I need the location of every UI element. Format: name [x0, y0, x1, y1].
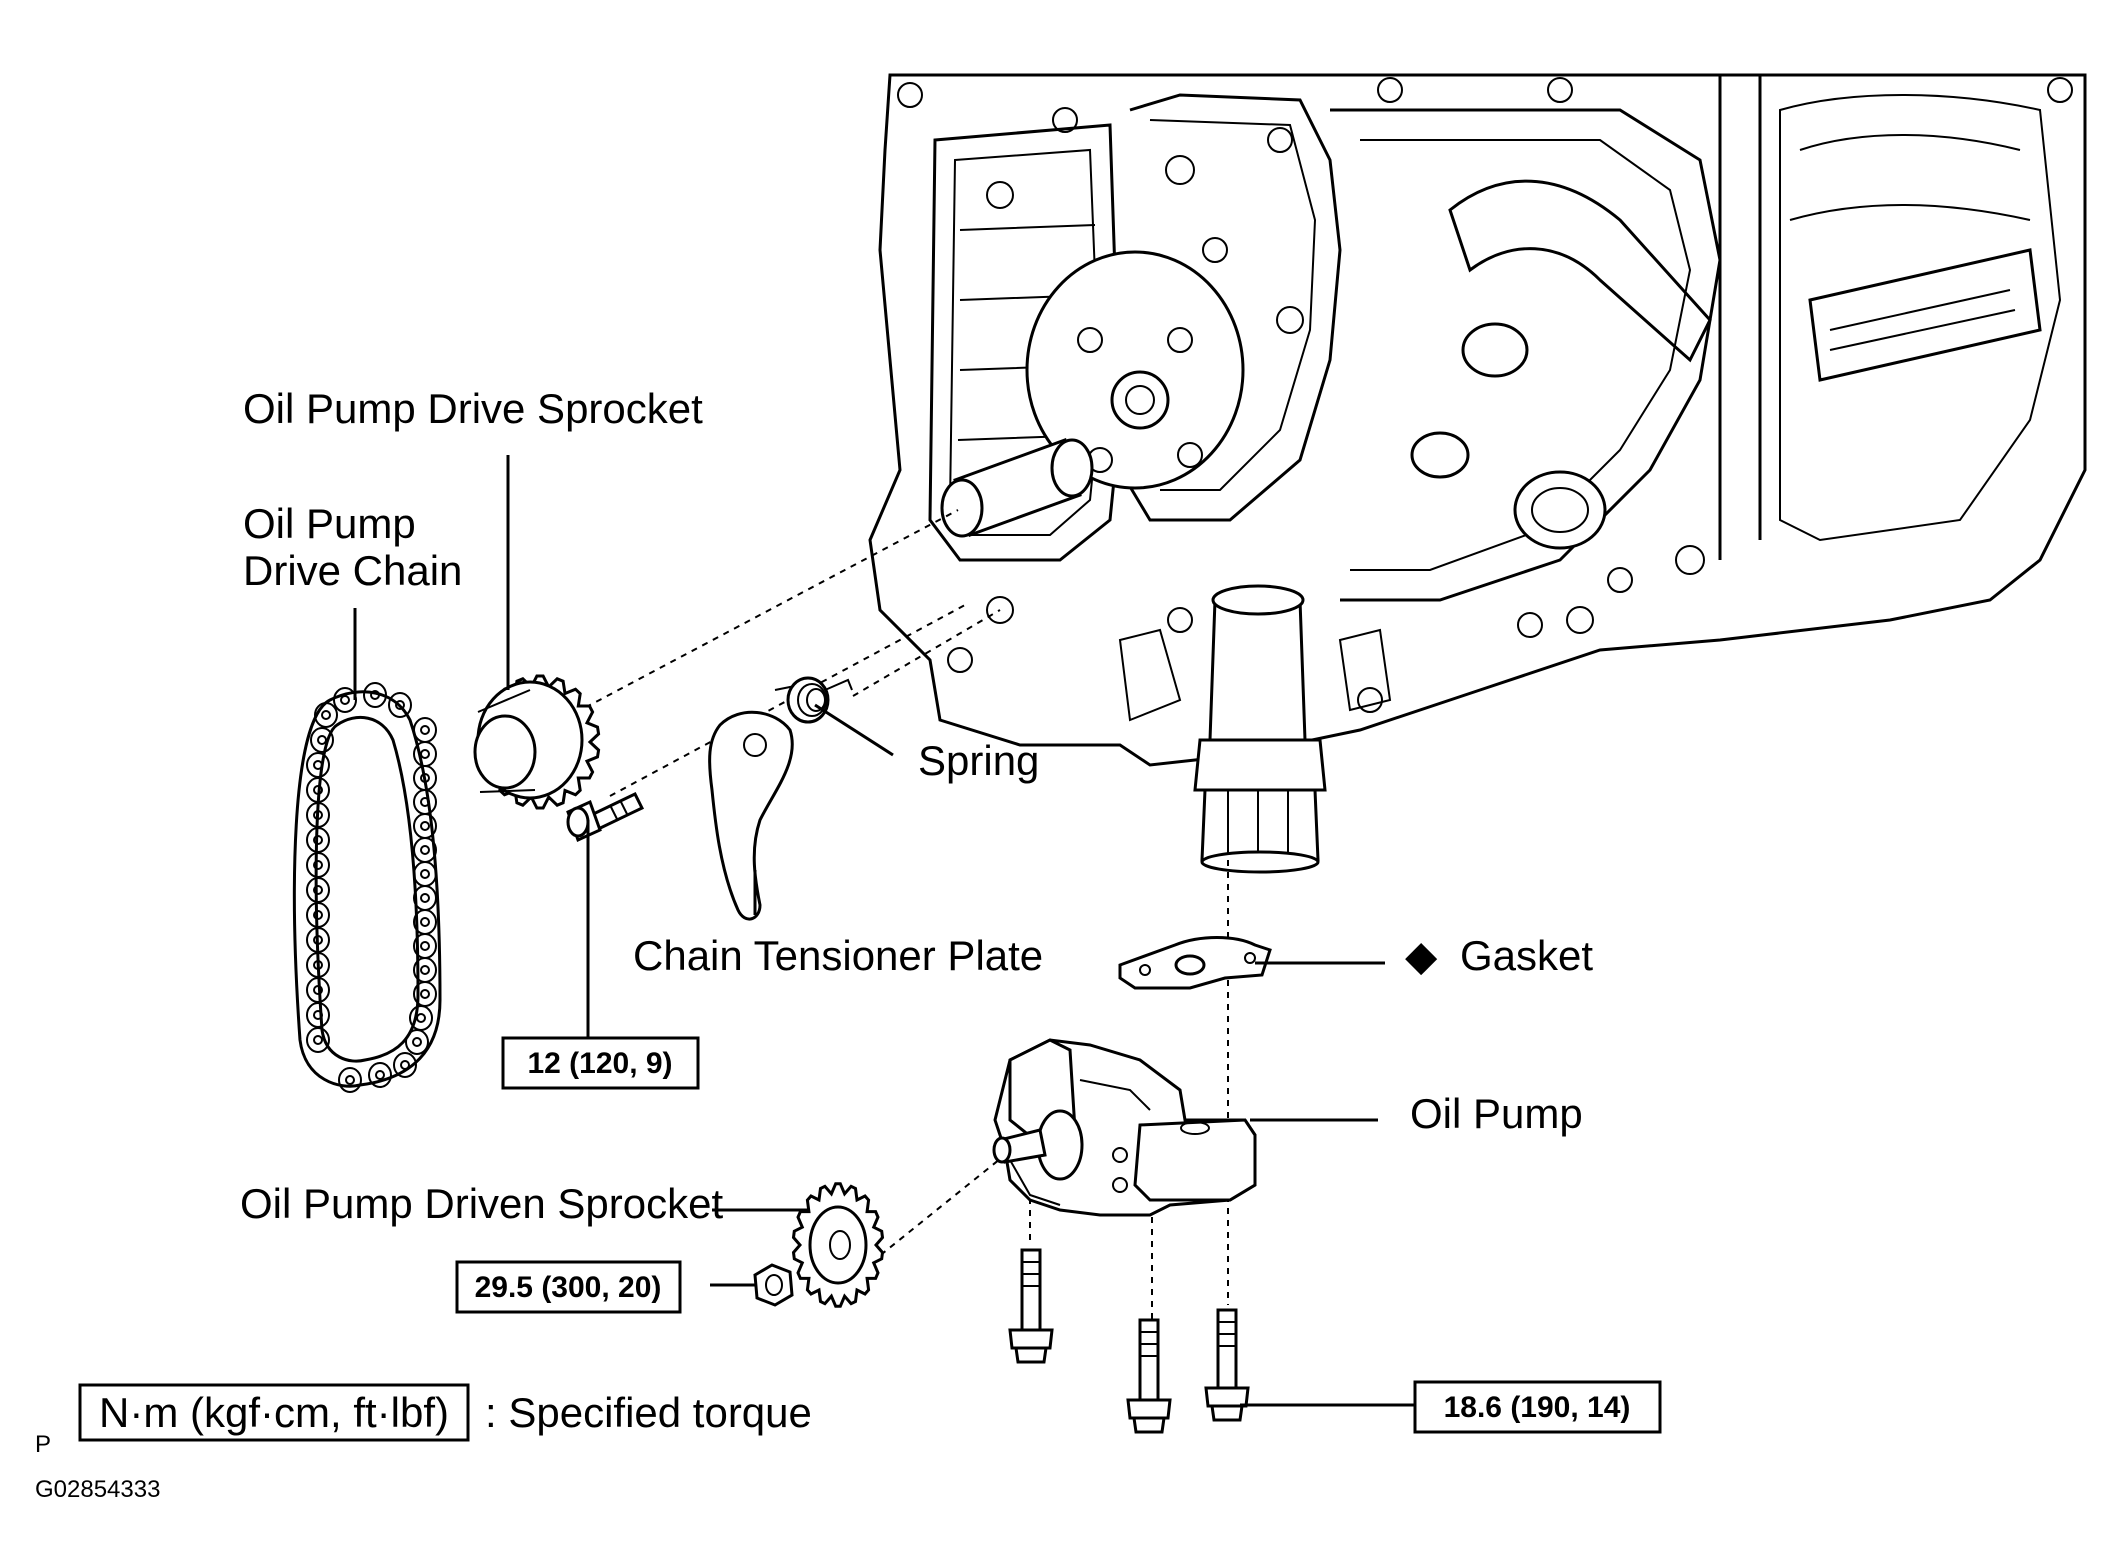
chain-pin — [420, 773, 430, 783]
chain-link — [409, 1005, 433, 1031]
torque-box-tensioner-bolt: 12 (120, 9) — [501, 1036, 700, 1090]
torque-box-pump-bolts: 18.6 (190, 14) — [1413, 1380, 1662, 1434]
chain-link — [413, 717, 437, 743]
label-oil-pump: Oil Pump — [1410, 1090, 1583, 1137]
pump-bolt-right — [1204, 1308, 1250, 1422]
chain-pin — [313, 835, 323, 845]
oil-pump-drive-chain — [292, 682, 442, 1093]
chain-pin — [420, 749, 430, 759]
torque-pump-bolts: 18.6 (190, 14) — [1444, 1391, 1631, 1424]
chain-link — [306, 1027, 330, 1053]
chain-pin — [313, 935, 323, 945]
chain-link — [413, 885, 437, 911]
legend-description: : Specified torque — [485, 1389, 812, 1436]
chain-pin — [420, 869, 430, 879]
chain-pin — [313, 985, 323, 995]
chain-pin — [370, 690, 380, 700]
oil-pump-gasket — [1118, 936, 1272, 990]
torque-tensioner-bolt: 12 (120, 9) — [527, 1047, 672, 1080]
chain-pin — [375, 1070, 385, 1080]
chain-pin — [313, 1010, 323, 1020]
chain-pin — [313, 810, 323, 820]
footer-code-letter: P — [35, 1431, 51, 1458]
chain-pin — [420, 989, 430, 999]
pump-bolt-left — [1008, 1248, 1054, 1364]
chain-pin — [313, 785, 323, 795]
chain-link — [413, 741, 437, 767]
label-drive-sprocket: Oil Pump Drive Sprocket — [243, 385, 703, 432]
pump-bolt-center — [1126, 1318, 1172, 1434]
chain-pin — [420, 797, 430, 807]
torque-sprocket-nut: 29.5 (300, 20) — [475, 1271, 662, 1304]
alignment-lines — [574, 509, 1229, 1320]
chain-pin — [321, 710, 331, 720]
chain-pin — [313, 1035, 323, 1045]
chain-link — [306, 752, 330, 778]
chain-pin — [420, 917, 430, 927]
oil-pump-driven-sprocket — [791, 1182, 885, 1308]
chain-pin — [313, 760, 323, 770]
chain-link — [405, 1029, 429, 1055]
engine-bolt-heads — [897, 77, 2073, 713]
label-driven-sprocket: Oil Pump Driven Sprocket — [240, 1180, 723, 1227]
legend: N·m (kgf·cm, ft·lbf) : Specified torque — [78, 1383, 812, 1442]
chain-link — [393, 1052, 417, 1078]
chain-link — [388, 692, 412, 718]
chain-link — [310, 727, 334, 753]
chain-tensioner-plate — [708, 710, 794, 921]
chain-pin — [420, 893, 430, 903]
label-gasket: Gasket — [1460, 932, 1593, 979]
legend-units: N·m (kgf·cm, ft·lbf) — [99, 1389, 449, 1436]
chain-link — [314, 702, 338, 728]
chain-pin — [412, 1037, 422, 1047]
oil-pump-bolts — [1008, 1248, 1250, 1434]
sprocket-nut — [753, 1263, 794, 1307]
chain-link — [306, 1002, 330, 1028]
chain-pin — [340, 695, 350, 705]
chain-pin — [313, 860, 323, 870]
oil-pump-body — [992, 1038, 1257, 1217]
chain-link — [333, 687, 357, 713]
footer-figure-id: G02854333 — [35, 1476, 160, 1503]
chain-pin — [317, 735, 327, 745]
chain-links — [306, 682, 437, 1093]
label-drive-chain-line1: Oil Pump — [243, 500, 416, 547]
chain-guide-shaft — [940, 438, 1094, 538]
chain-pin — [420, 965, 430, 975]
chain-pin — [420, 941, 430, 951]
chain-pin — [313, 885, 323, 895]
tensioner-spring — [774, 676, 853, 724]
label-drive-chain-line2: Drive Chain — [243, 547, 462, 594]
torque-box-sprocket-nut: 29.5 (300, 20) — [455, 1260, 682, 1314]
chain-link — [413, 861, 437, 887]
oil-filter — [1193, 584, 1327, 874]
chain-pin — [345, 1075, 355, 1085]
chain-pin — [420, 845, 430, 855]
water-pump — [1025, 250, 1245, 490]
chain-link — [306, 877, 330, 903]
tensioner-pivot-bolt — [566, 792, 645, 843]
chain-pin — [313, 910, 323, 920]
chain-pin — [395, 700, 405, 710]
chain-pin — [420, 821, 430, 831]
chain-link — [363, 682, 387, 708]
chain-link — [306, 852, 330, 878]
chain-pin — [420, 725, 430, 735]
chain-pin — [416, 1013, 426, 1023]
chain-link — [413, 789, 437, 815]
chain-link — [338, 1067, 362, 1093]
engine-block — [868, 73, 2087, 767]
leader-lines — [353, 455, 1415, 1407]
chain-pin — [313, 960, 323, 970]
label-spring: Spring — [918, 737, 1039, 784]
chain-link — [368, 1062, 392, 1088]
label-tensioner-plate: Chain Tensioner Plate — [633, 932, 1043, 979]
oil-pump-drive-sprocket — [473, 674, 601, 810]
chain-pin — [400, 1060, 410, 1070]
gasket-marker-icon: ◆ — [1405, 932, 1438, 979]
